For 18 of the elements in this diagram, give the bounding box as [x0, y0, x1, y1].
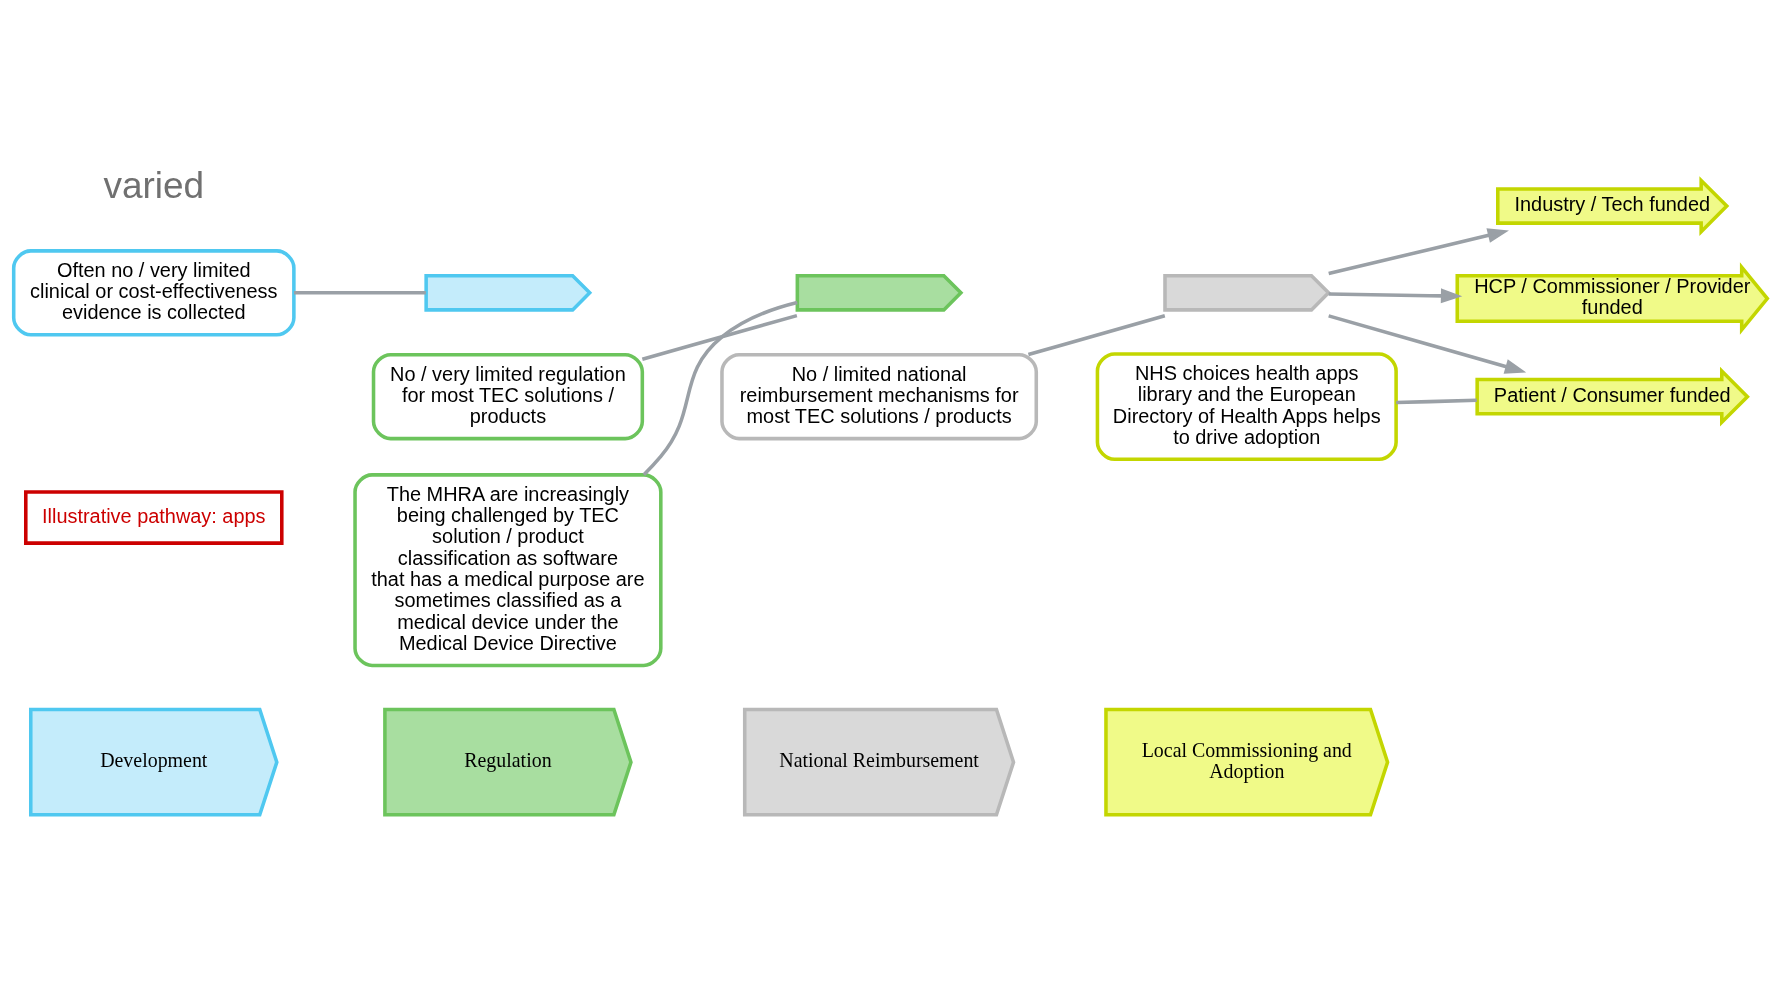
label: varied: [103, 164, 205, 206]
node-bar: [795, 273, 964, 312]
arrow: [1328, 287, 1463, 303]
arrow: [1328, 227, 1509, 275]
node-box: No / very limited regulation for most TEC solutions / products: [371, 352, 645, 440]
node-box: No / limited national reimbursement mechanisms for most TEC solutions / products: [720, 352, 1039, 440]
node-box: The MHRA are increasingly being challenged by TEC solution / product classification as software that has a medical purpose are sometimes classified as a medical device under the Medical Device Directive: [353, 472, 663, 667]
node-bar: [424, 273, 593, 312]
connector: [641, 313, 798, 361]
connector: [294, 290, 426, 295]
connector: [1027, 313, 1166, 356]
node-box: Illustrative pathway: apps: [24, 489, 284, 545]
node-bar: [1163, 273, 1332, 312]
connector: [1396, 398, 1477, 404]
connector: [642, 300, 798, 476]
node-box: NHS choices health apps library and the European Directory of Health Apps helps to drive adoption: [1095, 351, 1398, 461]
arrow: [1328, 313, 1527, 374]
node-box: Often no / very limited clinical or cost-effectiveness evidence is collected: [11, 248, 296, 337]
